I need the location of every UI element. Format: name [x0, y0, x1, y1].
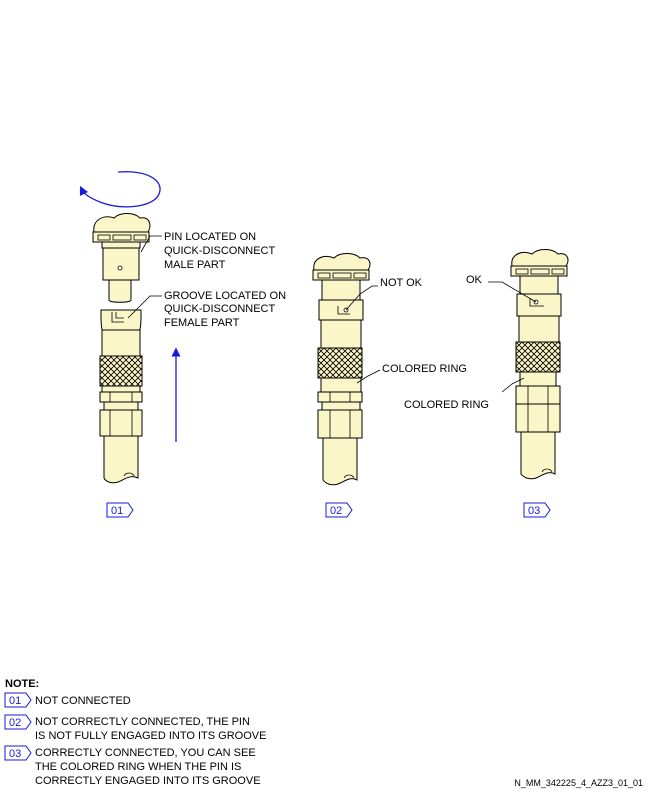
colored-ring-label-03: COLORED RING: [404, 399, 489, 411]
note-item-02-line: IS NOT FULLY ENGAGED INTO ITS GROOVE: [35, 730, 266, 742]
svg-text:NOT CONNECTED: NOT CONNECTED: [35, 695, 131, 707]
rotation-arrow: [79, 171, 161, 208]
note-tag-02-text: 02: [9, 717, 21, 729]
tag-02-text: 02: [330, 505, 342, 517]
note-item-02-line: NOT CORRECTLY CONNECTED, THE PIN: [35, 716, 250, 728]
pin-label-line: QUICK-DISCONNECT: [164, 245, 276, 257]
groove-label-line: FEMALE PART: [164, 317, 240, 329]
svg-text:OK: OK: [466, 274, 483, 286]
groove-label-line: QUICK-DISCONNECT: [164, 303, 276, 315]
note-item-03-line: CORRECTLY ENGAGED INTO ITS GROOVE: [35, 775, 261, 787]
svg-text:COLORED RING: COLORED RING: [404, 399, 489, 411]
tag-02: [325, 502, 353, 518]
svg-text:N_MM_342225_4_AZZ3_01_01: N_MM_342225_4_AZZ3_01_01: [514, 778, 643, 788]
svg-text:GROOVE LOCATED ON: GROOVE LOCATED ON: [164, 290, 286, 302]
tag-03: [523, 502, 551, 518]
svg-text:COLORED RING: COLORED RING: [382, 363, 467, 375]
tag-01: [106, 502, 134, 518]
svg-text:QUICK-DISCONNECT: QUICK-DISCONNECT: [164, 303, 276, 315]
document-id: N_MM_342225_4_AZZ3_01_01: [514, 778, 643, 788]
note-tag-03: [4, 745, 32, 761]
svg-text:THE COLORED RING WHEN THE PIN: THE COLORED RING WHEN THE PIN IS: [35, 761, 241, 773]
male-part: [92, 213, 151, 303]
svg-text:IS NOT FULLY ENGAGED INTO ITS: IS NOT FULLY ENGAGED INTO ITS GROOVE: [35, 730, 266, 742]
svg-text:01: 01: [9, 695, 21, 707]
assembly-02: NOT OK COLORED RING 02: [312, 253, 467, 518]
colored-ring-label-02: COLORED RING: [382, 363, 467, 375]
pin-label-line: MALE PART: [164, 259, 226, 271]
not-ok-label: NOT OK: [380, 277, 423, 289]
note-tag-01-text: 01: [9, 695, 21, 707]
svg-text:FEMALE PART: FEMALE PART: [164, 317, 240, 329]
svg-text:PIN LOCATED ON: PIN LOCATED ON: [164, 231, 256, 243]
note-tag-03-text: 03: [9, 748, 21, 760]
svg-text:QUICK-DISCONNECT: QUICK-DISCONNECT: [164, 245, 276, 257]
svg-text:NOT OK: NOT OK: [380, 277, 423, 289]
note-heading: NOTE:: [5, 678, 39, 690]
note-block: NOTE: 01 NOT CONNECTED 02 NOT CORRECTLY …: [4, 678, 266, 787]
note-item-03-line: THE COLORED RING WHEN THE PIN IS: [35, 761, 241, 773]
svg-text:03: 03: [528, 505, 540, 517]
ok-label: OK: [466, 274, 483, 286]
note-tag-02: [4, 714, 32, 730]
svg-text:02: 02: [9, 717, 21, 729]
svg-text:03: 03: [9, 748, 21, 760]
tag-01-text: 01: [111, 505, 123, 517]
svg-text:NOT CORRECTLY CONNECTED, THE P: NOT CORRECTLY CONNECTED, THE PIN: [35, 716, 250, 728]
assembly-01: PIN LOCATED ON QUICK-DISCONNECT MALE PAR…: [79, 171, 286, 518]
note-tag-01: [4, 692, 32, 708]
svg-text:CORRECTLY CONNECTED, YOU CAN S: CORRECTLY CONNECTED, YOU CAN SEE: [35, 747, 256, 759]
svg-text:NOTE:: NOTE:: [5, 678, 39, 690]
tag-03-text: 03: [528, 505, 540, 517]
pin-label-line: PIN LOCATED ON: [164, 231, 256, 243]
svg-text:01: 01: [111, 505, 123, 517]
svg-text:MALE PART: MALE PART: [164, 259, 226, 271]
svg-text:CORRECTLY ENGAGED INTO ITS GRO: CORRECTLY ENGAGED INTO ITS GROOVE: [35, 775, 261, 787]
note-item-01-line: NOT CONNECTED: [35, 695, 131, 707]
female-part: [99, 309, 143, 484]
note-item-03-line: CORRECTLY CONNECTED, YOU CAN SEE: [35, 747, 256, 759]
assembly-03: OK COLORED RING 03: [404, 249, 569, 518]
groove-label-line: GROOVE LOCATED ON: [164, 290, 286, 302]
svg-text:02: 02: [330, 505, 342, 517]
